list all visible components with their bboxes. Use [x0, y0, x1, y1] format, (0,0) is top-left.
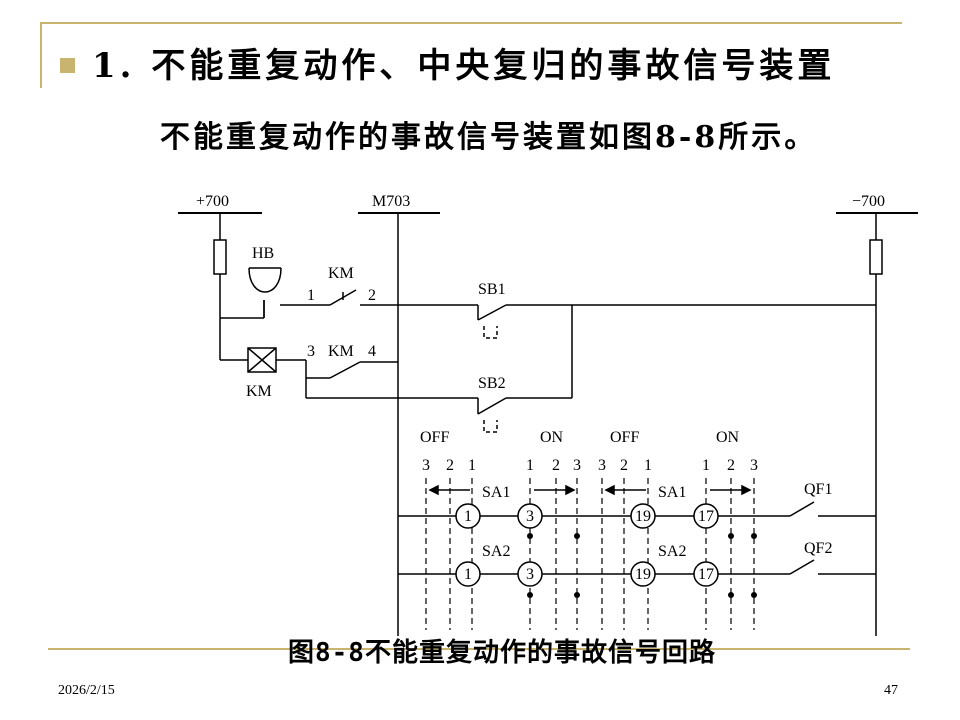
position-label: 2 — [727, 457, 735, 474]
position-label: 3 — [750, 457, 758, 474]
contact-row2-1: 1 — [464, 566, 472, 583]
state-on-right: ON — [716, 429, 740, 446]
position-label: 1 — [644, 457, 652, 474]
terminal-4: 4 — [368, 343, 376, 360]
button-label-sb2: SB2 — [478, 375, 506, 392]
position-label: 1 — [526, 457, 534, 474]
position-label: 1 — [702, 457, 710, 474]
breaker-label-qf1: QF1 — [804, 481, 832, 498]
contact-row1-1: 1 — [464, 508, 472, 525]
switch-label-sa2-right: SA2 — [658, 543, 686, 560]
contact-row2-4: 17 — [698, 566, 714, 583]
page-number: 47 — [884, 683, 898, 698]
contact-row1-4: 17 — [698, 508, 714, 525]
button-label-sb1: SB1 — [478, 281, 506, 298]
position-label: 3 — [573, 457, 581, 474]
contact-row1-2: 3 — [526, 508, 534, 525]
contact-row2-2: 3 — [526, 566, 534, 583]
breaker-label-qf2: QF2 — [804, 540, 832, 557]
bus-label-plus: +700 — [196, 193, 229, 210]
switch-label-sa1-right: SA1 — [658, 484, 686, 501]
state-on-left: ON — [540, 429, 564, 446]
position-label: 2 — [446, 457, 454, 474]
left-rule — [40, 22, 42, 88]
contact-row1-3: 19 — [635, 508, 651, 525]
bullet-square-icon — [60, 58, 75, 73]
position-label: 3 — [598, 457, 606, 474]
figure-caption: 图8-8不能重复动作的事故信号回路 — [288, 638, 716, 668]
slide-heading: 1. 不能重复动作、中央复归的事故信号装置 — [92, 46, 836, 86]
switch-label-sa1-left: SA1 — [482, 484, 510, 501]
top-rule — [40, 22, 902, 24]
terminal-1: 1 — [307, 287, 315, 304]
position-label: 1 — [468, 457, 476, 474]
contact-row2-3: 19 — [635, 566, 651, 583]
relay-coil-label: KM — [246, 383, 272, 400]
slide-subheading: 不能重复动作的事故信号装置如图8-8所示。 — [160, 120, 818, 155]
bottom-rule — [48, 648, 910, 650]
state-off-right: OFF — [610, 429, 639, 446]
horn-label: HB — [252, 245, 274, 262]
terminal-2: 2 — [368, 287, 376, 304]
relay-contact-label-2: KM — [328, 343, 354, 360]
bus-label-minus: −700 — [852, 193, 885, 210]
position-label: 2 — [552, 457, 560, 474]
relay-contact-label-1: KM — [328, 265, 354, 282]
slide-date: 2026/2/15 — [58, 683, 115, 698]
position-label: 2 — [620, 457, 628, 474]
state-off-left: OFF — [420, 429, 449, 446]
bus-label-m703: M703 — [372, 193, 410, 210]
switch-label-sa2-left: SA2 — [482, 543, 510, 560]
terminal-3: 3 — [307, 343, 315, 360]
position-label: 3 — [422, 457, 430, 474]
